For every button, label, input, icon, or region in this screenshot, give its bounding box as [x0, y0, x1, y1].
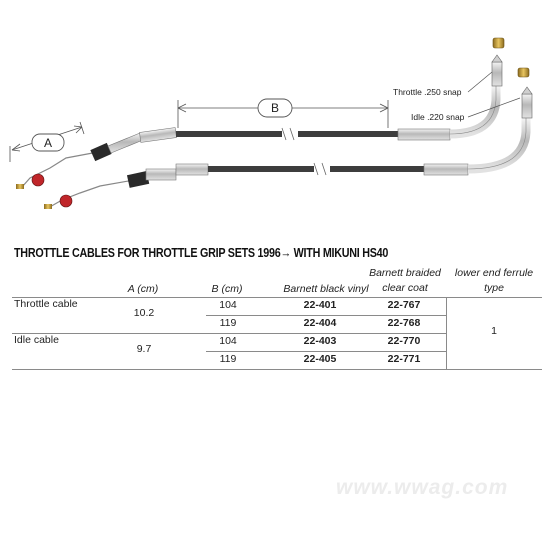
idle-cable: [44, 67, 533, 209]
cell-braided: 22-770: [387, 335, 421, 347]
cell-a-idle: 9.7: [136, 343, 152, 355]
header-braided-2: clear coat: [382, 282, 428, 294]
table-rule: [206, 315, 446, 316]
table-rule: [12, 369, 542, 370]
dimension-a-label: A: [44, 136, 52, 150]
header-ferrule-1: lower end ferrule: [454, 267, 534, 279]
header-b: B (cm): [211, 283, 243, 295]
cell-a-throttle: 10.2: [133, 307, 155, 319]
callout-throttle-snap: Throttle .250 snap: [393, 87, 462, 97]
cell-b: 119: [219, 317, 237, 329]
cell-ferrule: 1: [491, 325, 497, 337]
cell-braided: 22-771: [387, 353, 421, 365]
dimension-b: B: [177, 98, 389, 128]
cable-diagram: A B Throttle .250 snap Idle .220 snap: [9, 37, 533, 209]
cell-b: 119: [219, 353, 237, 365]
dimension-a: A: [9, 121, 85, 162]
callout-idle-snap: Idle .220 snap: [411, 112, 465, 122]
cell-braided: 22-768: [387, 317, 421, 329]
cell-b: 104: [219, 299, 237, 311]
callouts: Throttle .250 snap Idle .220 snap: [393, 71, 521, 122]
header-braided-1: Barnett braided: [369, 267, 441, 279]
cell-vinyl: 22-401: [303, 299, 337, 311]
cell-vinyl: 22-405: [303, 353, 337, 365]
header-ferrule-2: type: [484, 282, 504, 294]
cell-braided: 22-767: [387, 299, 421, 311]
watermark: www.wwag.com: [336, 476, 509, 499]
group-label-throttle: Throttle cable: [14, 298, 78, 310]
cell-vinyl: 22-404: [303, 317, 337, 329]
table-rule: [12, 297, 542, 298]
cell-vinyl: 22-403: [303, 335, 337, 347]
table-rule: [206, 351, 446, 352]
dimension-b-label: B: [271, 101, 279, 115]
header-vinyl: Barnett black vinyl: [283, 283, 369, 295]
table-rule: [12, 333, 446, 334]
cell-b: 104: [219, 335, 237, 347]
spec-table: A (cm) B (cm) Barnett black vinyl Barnet…: [0, 262, 550, 372]
page-title: THROTTLE CABLES FOR THROTTLE GRIP SETS 1…: [14, 246, 389, 260]
throttle-cable: [16, 37, 505, 189]
group-label-idle: Idle cable: [14, 334, 59, 346]
table-divider: [446, 297, 447, 369]
header-a: A (cm): [127, 283, 159, 295]
